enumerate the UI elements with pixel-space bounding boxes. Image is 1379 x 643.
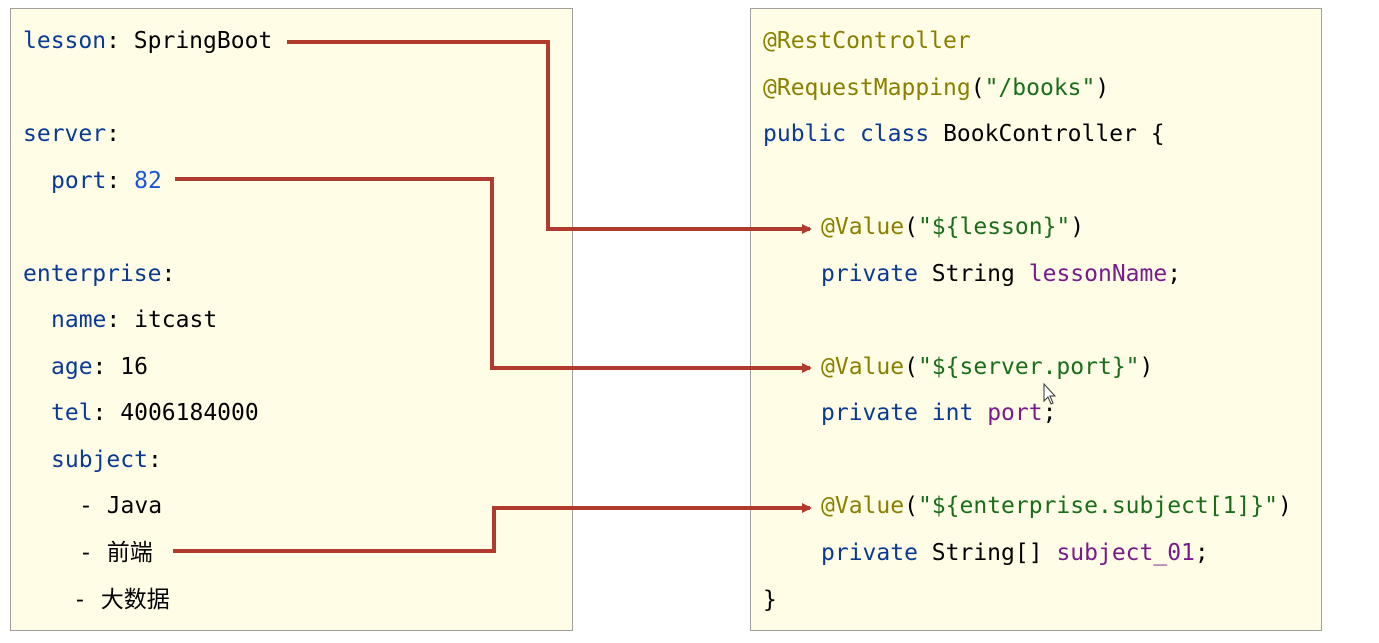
keyword-private-3: private: [821, 540, 918, 566]
java-line-field-subject: private String[] subject_01;: [821, 540, 1209, 566]
yaml-line-tel: tel: 4006184000: [51, 400, 259, 426]
yaml-value-lesson: SpringBoot: [133, 28, 273, 54]
java-line-rest-controller: @RestController: [763, 26, 971, 56]
type-string-array: String[]: [931, 540, 1043, 566]
annotation-rest-controller: @RestController: [763, 28, 971, 54]
yaml-line-age: age: 16: [51, 354, 148, 380]
yaml-key-lesson: lesson: [23, 28, 107, 54]
annotation-value-2: @Value: [821, 354, 905, 380]
class-name: BookController: [943, 121, 1137, 147]
type-int: int: [931, 400, 974, 426]
yaml-subject-value-0: Java: [106, 493, 163, 519]
yaml-key-port: port: [51, 168, 107, 194]
yaml-value-name: itcast: [134, 307, 218, 333]
java-line-value-port: @Value("${server.port}"): [821, 354, 1154, 380]
yaml-line-lesson: lesson: SpringBoot: [23, 28, 273, 54]
yaml-value-age: 16: [120, 354, 148, 380]
yaml-subject-value-2: 大数据: [100, 587, 170, 613]
java-line-close-brace: }: [763, 587, 777, 613]
yaml-line-server: server:: [23, 121, 120, 147]
yaml-key-subject: subject: [51, 447, 148, 473]
yaml-line-name: name: itcast: [51, 307, 218, 333]
type-string-1: String: [931, 261, 1015, 287]
yaml-key-tel: tel: [51, 400, 93, 426]
yaml-line-enterprise: enterprise:: [23, 261, 176, 287]
yaml-line-subject: subject:: [51, 447, 162, 473]
java-code-panel: @RestController @RequestMapping("/books"…: [750, 8, 1322, 631]
java-line-field-lesson: private String lessonName;: [821, 261, 1182, 287]
value-expression-subject: "${enterprise.subject[1]}": [917, 493, 1278, 519]
yaml-line-port: port: 82: [51, 168, 162, 194]
yaml-key-name: name: [51, 307, 107, 333]
field-subject-01: subject_01: [1056, 540, 1195, 566]
java-line-request-mapping: @RequestMapping("/books"): [763, 75, 1110, 101]
yaml-value-tel: 4006184000: [120, 400, 259, 426]
java-line-value-lesson: @Value("${lesson}"): [821, 214, 1085, 240]
keyword-public: public: [763, 121, 847, 147]
value-expression-port: "${server.port}": [917, 354, 1140, 380]
java-line-class-decl: public class BookController {: [763, 121, 1165, 147]
annotation-request-mapping: @RequestMapping: [763, 75, 971, 101]
mapping-path-string: "/books": [984, 75, 1096, 101]
keyword-class: class: [859, 121, 930, 147]
yaml-value-port: 82: [134, 168, 162, 194]
java-line-field-port: private int port;: [821, 400, 1057, 426]
annotation-value-3: @Value: [821, 493, 905, 519]
java-line-value-subject: @Value("${enterprise.subject[1]}"): [821, 493, 1292, 519]
value-expression-lesson: "${lesson}": [917, 214, 1071, 240]
keyword-private-1: private: [821, 261, 918, 287]
annotation-value-1: @Value: [821, 214, 905, 240]
yaml-key-server: server: [23, 121, 107, 147]
yaml-config-panel: lesson: SpringBoot server: port: 82 ente…: [10, 8, 573, 631]
yaml-subject-item-0: - Java: [79, 493, 163, 519]
yaml-key-age: age: [51, 354, 93, 380]
keyword-private-2: private: [821, 400, 918, 426]
yaml-subject-value-1: 前端: [106, 540, 153, 566]
yaml-key-enterprise: enterprise: [23, 261, 162, 287]
yaml-subject-item-1: - 前端: [79, 540, 153, 566]
yaml-subject-item-2: - 大数据: [73, 587, 170, 613]
field-port: port: [987, 400, 1043, 426]
field-lesson-name: lessonName: [1028, 261, 1168, 287]
